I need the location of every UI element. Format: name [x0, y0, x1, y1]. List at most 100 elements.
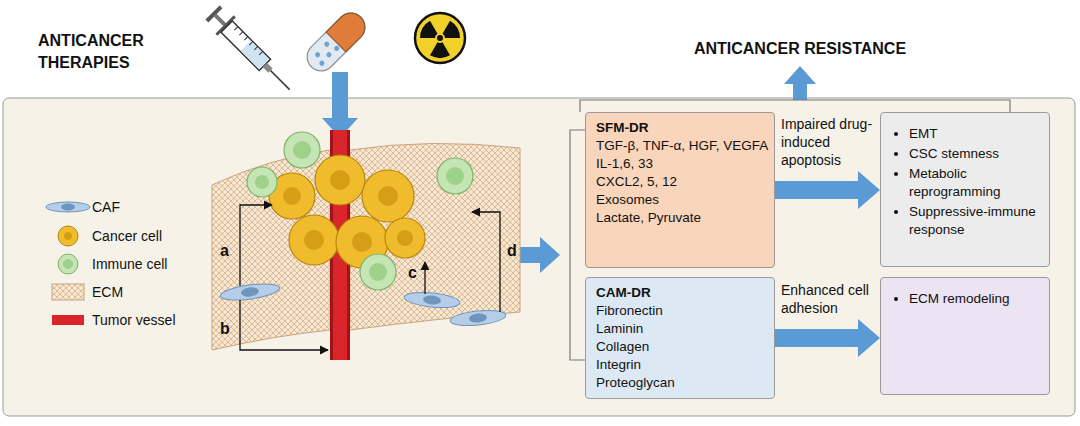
block-arrow	[775, 319, 880, 357]
legend-label: Immune cell	[92, 256, 167, 272]
callout-letter: a	[220, 240, 236, 262]
legend-entry: CAF	[92, 199, 120, 215]
caf-cell	[403, 290, 460, 310]
bracket-line	[580, 100, 1010, 112]
signal-factor-box: SFM-DRTGF-β, TNF-α, HGF, VEGFAIL-1,6, 33…	[585, 112, 775, 268]
pill-granule	[323, 41, 330, 48]
legend-immune-nucleus	[63, 259, 73, 269]
factor-item: IL-1,6, 33	[596, 155, 764, 173]
pill-half	[326, 7, 371, 52]
radiation-icon	[415, 13, 465, 63]
pill-granule	[333, 45, 340, 52]
radiation-center	[437, 35, 443, 41]
bullet-item: Suppressive-immune response	[909, 203, 1041, 239]
box-heading: SFM-DR	[596, 119, 764, 137]
factor-item: TGF-β, TNF-α, HGF, VEGFA	[596, 137, 764, 155]
leader-arrow	[240, 205, 272, 286]
cell-nucleus	[283, 187, 301, 205]
cell-nucleus	[378, 186, 398, 206]
immune-cells	[247, 132, 473, 290]
pill-icon	[301, 7, 370, 76]
factor-item: CXCL2, 5, 12	[596, 173, 764, 191]
legend-label: CAF	[92, 199, 120, 215]
legend-immune-icon	[58, 254, 78, 274]
syringe-barrel	[221, 21, 270, 70]
bullet-item: Metabolic reprogramming	[909, 165, 1041, 201]
syringe-ticks	[234, 27, 262, 55]
arrow-label: Impaired drug-induced apoptosis	[781, 115, 873, 169]
legend-caf-icon	[46, 202, 90, 212]
leader-arrow	[240, 300, 328, 350]
cancer-cell	[289, 215, 339, 265]
radiation-blade	[430, 42, 450, 58]
factor-item: Exosomes	[596, 191, 764, 209]
factor-item: Integrin	[596, 356, 764, 374]
cancer-cell-cluster	[269, 155, 425, 268]
legend-icons	[46, 202, 90, 325]
immune-cell	[437, 158, 473, 194]
legend-entry: Immune cell	[92, 256, 167, 272]
cell-nucleus	[397, 230, 413, 246]
legend-cancer-icon	[58, 226, 78, 246]
radiation-blade	[443, 21, 461, 38]
legend-entry: Cancer cell	[92, 228, 162, 244]
syringe-needle	[271, 71, 290, 90]
immune-cell	[247, 167, 277, 197]
adhesion-factor-box: CAM-DRFibronectinLamininCollagenIntegrin…	[585, 277, 775, 399]
factor-item: Lactate, Pyruvate	[596, 209, 764, 227]
bracket-line	[570, 130, 585, 360]
factor-item: Collagen	[596, 338, 764, 356]
pill-granule	[325, 51, 332, 58]
bullet-item: ECM remodeling	[909, 290, 1041, 308]
section-title: ANTICANCER RESISTANCE	[690, 38, 910, 60]
immune-cell	[284, 132, 320, 168]
resistance-arrow	[784, 66, 816, 100]
syringe-icon	[203, 3, 298, 98]
bullet-list: EMT CSC stemnessMetabolic reprogrammingSu…	[881, 125, 1041, 239]
callout-letter: d	[507, 240, 523, 262]
leader-arrow	[424, 262, 425, 294]
bullet-list: ECM remodeling	[881, 290, 1041, 308]
radiation-blade	[420, 21, 438, 38]
box-heading: CAM-DR	[596, 284, 764, 302]
background-panel	[3, 98, 1075, 416]
section-title: ANTICANCER THERAPIES	[38, 30, 163, 74]
therapy-arrow	[322, 72, 358, 138]
leader-arrow	[472, 212, 500, 312]
cancer-cell	[385, 218, 425, 258]
pill-body	[301, 7, 370, 76]
immune-cell	[360, 254, 396, 290]
factor-item: Fibronectin	[596, 302, 764, 320]
cell-nucleus	[304, 230, 324, 250]
bullet-item: CSC stemness	[909, 145, 1041, 163]
outcome-box: EMT CSC stemnessMetabolic reprogrammingSu…	[880, 112, 1050, 267]
factor-item: Laminin	[596, 320, 764, 338]
legend-label: Tumor vessel	[92, 312, 176, 328]
arrow-label: Enhanced cell adhesion	[781, 281, 873, 317]
cell-nucleus	[446, 167, 464, 185]
caf-cells	[219, 281, 506, 328]
legend-label: Cancer cell	[92, 228, 162, 244]
legend-caf-nucleus	[61, 204, 75, 211]
callout-letter: b	[220, 318, 236, 340]
cell-nucleus	[293, 141, 311, 159]
caf-nucleus	[240, 286, 259, 297]
bullet-item: EMT	[909, 125, 1041, 143]
cell-nucleus	[352, 232, 372, 252]
factor-item: Proteoglycan	[596, 374, 764, 392]
legend-entry: Tumor vessel	[92, 312, 176, 328]
outcome-box: ECM remodeling	[880, 277, 1050, 395]
cell-nucleus	[255, 175, 269, 189]
pill-granule	[318, 60, 325, 67]
legend-ecm-icon	[52, 284, 84, 300]
legend-entry: ECM	[92, 284, 123, 300]
caf-cell	[219, 281, 280, 303]
cancer-cell	[362, 170, 414, 222]
radiation-disc	[415, 13, 465, 63]
cell-nucleus	[369, 263, 387, 281]
legend-vessel-icon	[52, 315, 84, 325]
outcome-arrow	[515, 237, 560, 273]
caf-nucleus	[423, 295, 442, 306]
legend-label: ECM	[92, 284, 123, 300]
legend-cancer-nucleus	[64, 232, 72, 240]
